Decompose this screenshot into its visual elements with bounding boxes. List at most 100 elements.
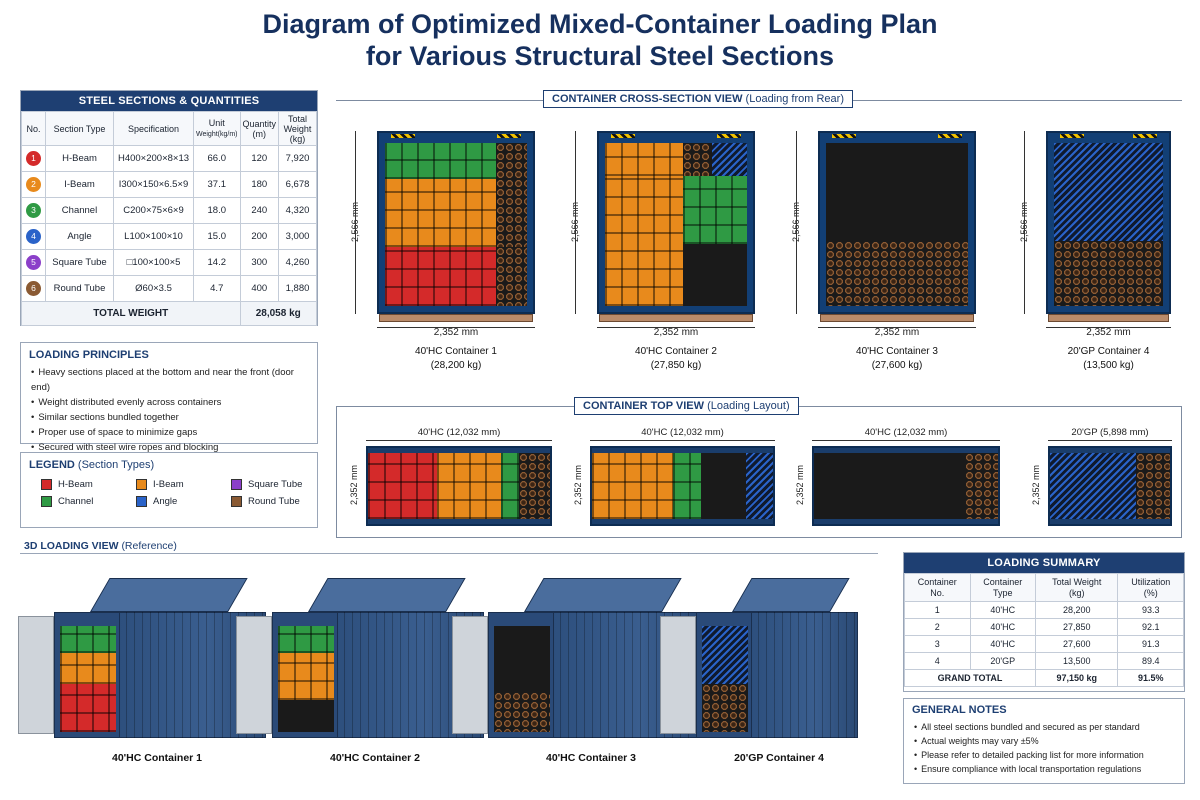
top-view-container [366, 446, 552, 526]
legend-label: Square Tube [248, 479, 303, 490]
cargo-bundle [702, 684, 748, 732]
section-spec: I300×150×6.5×9 [113, 171, 194, 198]
legend-label: H-Beam [58, 479, 93, 490]
top-view-container [812, 446, 1000, 526]
hazard-stripe [391, 134, 415, 138]
grand-total-weight: 97,150 kg [1035, 669, 1119, 687]
length-dim-line [590, 440, 775, 441]
container-door [236, 616, 272, 734]
cargo-bundle [745, 452, 773, 520]
section-total-weight: 4,320 [278, 197, 317, 224]
section-number-badge: 1 [26, 151, 41, 166]
view3d-heading-main: 3D LOADING VIEW [24, 540, 119, 552]
section-no-cell: 5 [21, 249, 46, 276]
container-caption: 40'HC Container 2(27,850 kg) [577, 345, 775, 373]
container-body [750, 612, 858, 738]
cargo-bundle [385, 178, 496, 248]
cargo-stack [494, 626, 550, 732]
legend-heading-main: LEGEND [29, 459, 75, 471]
cross-section-heading-sub: (Loading from Rear) [745, 93, 844, 105]
grand-total-label: GRAND TOTAL [903, 669, 1037, 687]
cargo-bundle [519, 452, 550, 520]
col-qty-label: Quantity [242, 118, 277, 129]
legend-swatch [231, 496, 242, 507]
container-door [452, 616, 488, 734]
section-quantity: 120 [239, 145, 280, 172]
section-no-cell: 3 [21, 197, 46, 224]
legend-swatch [41, 479, 52, 490]
principle-item: Similar sections bundled together [31, 410, 309, 425]
legend-label: I-Beam [153, 479, 184, 490]
title-line-1: Diagram of Optimized Mixed-Container Loa… [262, 9, 938, 39]
container-caption: 20'GP Container 4(13,500 kg) [1026, 345, 1191, 373]
top-view-container [1048, 446, 1172, 526]
cross-section-container [818, 131, 976, 322]
section-no-cell: 2 [21, 171, 46, 198]
sum-col-weight-sub: (kg) [1068, 587, 1085, 598]
cargo-bundle [494, 691, 550, 732]
width-dim-line [818, 327, 976, 328]
note-item: Actual weights may vary ±5% [914, 734, 1176, 748]
section-quantity: 200 [239, 223, 280, 250]
legend-swatch [136, 496, 147, 507]
hazard-stripe [611, 134, 635, 138]
section-total-weight: 1,880 [278, 275, 317, 302]
container-caption: 40'HC Container 3(27,600 kg) [798, 345, 996, 373]
container-weight: (28,200 kg) [430, 360, 482, 371]
section-quantity: 180 [239, 171, 280, 198]
cross-section-container [377, 131, 535, 322]
top-view-heading: CONTAINER TOP VIEW (Loading Layout) [574, 397, 799, 415]
cross-section-heading: CONTAINER CROSS-SECTION VIEW (Loading fr… [543, 90, 853, 108]
section-spec: H400×200×8×13 [113, 145, 194, 172]
summary-no: 1 [904, 601, 971, 619]
sum-col-no-label: Container [917, 576, 957, 587]
sum-col-util-label: Utilization [1131, 576, 1171, 587]
length-dimension: 40'HC (12,032 mm) [864, 427, 948, 438]
container-3d [18, 576, 286, 746]
cargo-bundle [60, 652, 116, 685]
legend-heading-sub: (Section Types) [77, 459, 155, 471]
summary-weight: 27,850 [1035, 618, 1119, 636]
total-weight-label: TOTAL WEIGHT [21, 301, 241, 326]
container-ribs [750, 612, 858, 738]
cargo-bundle [385, 247, 496, 306]
length-dim-line [1048, 440, 1172, 441]
view3d-heading-sub: (Reference) [121, 540, 177, 552]
container-caption: 40'HC Container 1(28,200 kg) [357, 345, 555, 373]
section-quantity: 300 [239, 249, 280, 276]
cargo-stack [60, 626, 116, 732]
col-total: Total Weight(kg) [278, 111, 317, 146]
section-number-badge: 3 [26, 203, 41, 218]
section-number-badge: 2 [26, 177, 41, 192]
section-number-badge: 4 [26, 229, 41, 244]
summary-weight: 13,500 [1035, 652, 1119, 670]
cargo-stack [702, 626, 748, 732]
section-type: Round Tube [45, 275, 114, 302]
section-quantity: 240 [239, 197, 280, 224]
cargo-bundle [495, 247, 527, 306]
sum-col-util: Utilization(%) [1117, 573, 1184, 602]
cargo-bundle [495, 143, 527, 179]
cargo-stack [278, 626, 334, 732]
principle-item: Secured with steel wire ropes and blocki… [31, 440, 309, 455]
cargo-bundle [278, 700, 334, 732]
top-view-container [590, 446, 775, 526]
section-total-weight: 7,920 [278, 145, 317, 172]
container-caption: 40'HC Container 3 [545, 752, 637, 764]
cargo-bundle [1054, 240, 1163, 306]
cargo-bundle [278, 626, 334, 653]
legend-item: Round Tube [231, 496, 326, 507]
cargo-bundle [1054, 143, 1163, 241]
section-unit-weight: 37.1 [193, 171, 241, 198]
container-floor [820, 314, 974, 322]
hazard-stripe [832, 134, 856, 138]
section-spec: L100×100×10 [113, 223, 194, 250]
sum-col-weight: Total Weight(kg) [1035, 573, 1119, 602]
container-name: 40'HC Container 2 [635, 346, 717, 357]
